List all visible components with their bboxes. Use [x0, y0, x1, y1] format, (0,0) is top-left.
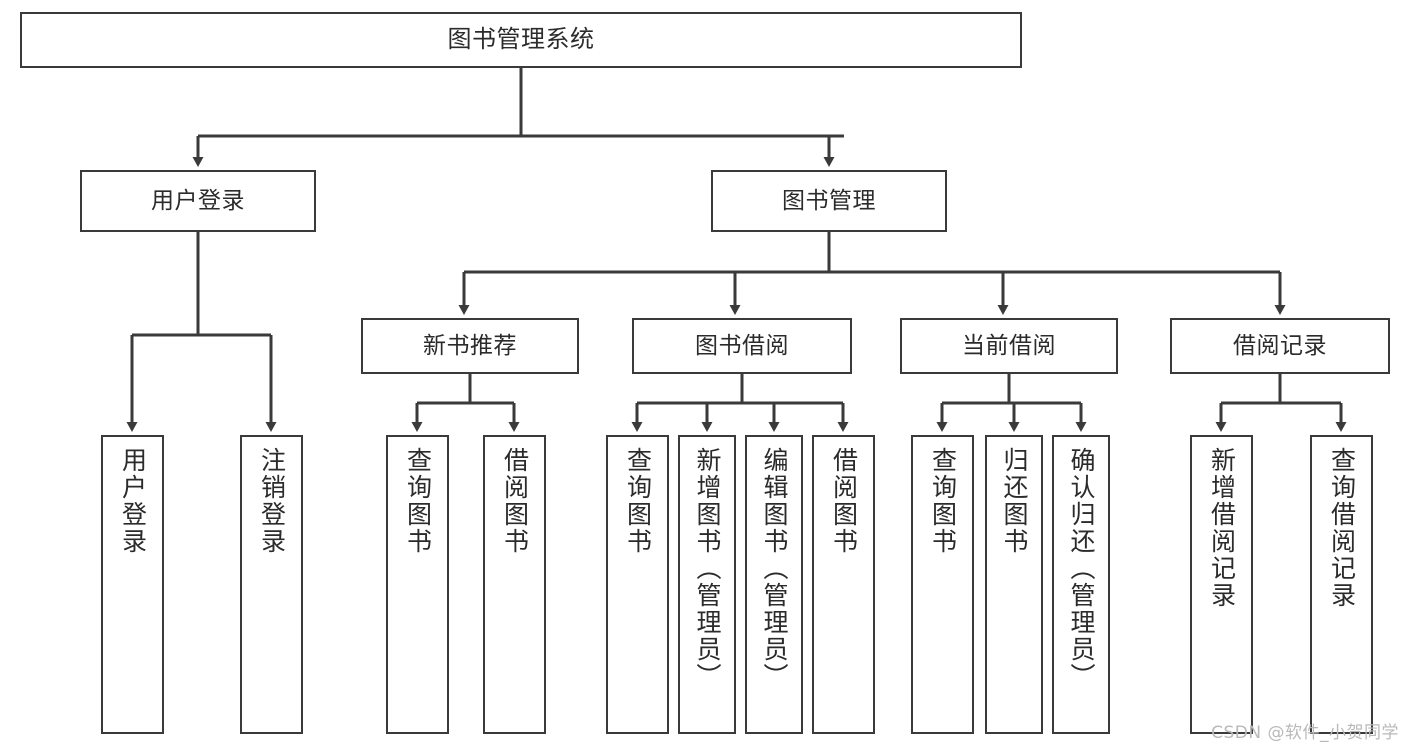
node-book-manage[interactable]: 图书管理 [711, 170, 947, 232]
node-borrow-record[interactable]: 借阅记录 [1170, 318, 1390, 374]
node-leaf-query-book-2[interactable]: 查询图书 [606, 435, 669, 734]
node-leaf-confirm-return-admin-label: 确认归还（管理员） [1067, 447, 1096, 690]
node-leaf-query-book-1-label: 查询图书 [403, 447, 433, 555]
node-leaf-query-borrow-record-label: 查询借阅记录 [1327, 447, 1357, 609]
node-leaf-user-login[interactable]: 用户登录 [101, 435, 164, 734]
node-book-borrow-label: 图书借阅 [695, 332, 789, 359]
node-new-book-recommend-label: 新书推荐 [423, 332, 517, 359]
node-leaf-return-book-label: 归还图书 [1000, 447, 1029, 555]
node-leaf-logout-login[interactable]: 注销登录 [240, 435, 303, 734]
node-leaf-borrow-book-2-label: 借阅图书 [829, 447, 859, 555]
node-leaf-user-login-label: 用户登录 [118, 447, 148, 555]
node-leaf-add-borrow-record[interactable]: 新增借阅记录 [1190, 435, 1253, 734]
node-current-borrow[interactable]: 当前借阅 [900, 318, 1118, 374]
node-book-borrow[interactable]: 图书借阅 [632, 318, 852, 374]
node-leaf-query-book-1[interactable]: 查询图书 [386, 435, 449, 734]
node-leaf-borrow-book-2[interactable]: 借阅图书 [812, 435, 875, 734]
node-leaf-query-book-3[interactable]: 查询图书 [911, 435, 974, 734]
node-leaf-add-book-admin-label: 新增图书（管理员） [693, 447, 722, 690]
node-leaf-borrow-book-1-label: 借阅图书 [500, 447, 530, 555]
node-current-borrow-label: 当前借阅 [962, 332, 1056, 359]
node-leaf-edit-book-admin-label: 编辑图书（管理员） [760, 447, 789, 690]
node-new-book-recommend[interactable]: 新书推荐 [361, 318, 579, 374]
node-book-manage-label: 图书管理 [782, 187, 876, 214]
node-root-label: 图书管理系统 [447, 25, 595, 54]
node-leaf-add-book-admin[interactable]: 新增图书（管理员） [678, 435, 736, 734]
node-user-login-label: 用户登录 [151, 187, 245, 214]
node-leaf-confirm-return-admin[interactable]: 确认归还（管理员） [1052, 435, 1110, 734]
node-leaf-logout-login-label: 注销登录 [257, 447, 287, 555]
node-root[interactable]: 图书管理系统 [20, 12, 1022, 68]
node-leaf-query-book-2-label: 查询图书 [623, 447, 653, 555]
node-borrow-record-label: 借阅记录 [1233, 332, 1327, 359]
node-user-login[interactable]: 用户登录 [80, 170, 316, 232]
node-leaf-add-borrow-record-label: 新增借阅记录 [1207, 447, 1237, 609]
node-leaf-query-borrow-record[interactable]: 查询借阅记录 [1310, 435, 1373, 734]
node-leaf-borrow-book-1[interactable]: 借阅图书 [483, 435, 546, 734]
node-leaf-edit-book-admin[interactable]: 编辑图书（管理员） [745, 435, 803, 734]
node-leaf-query-book-3-label: 查询图书 [928, 447, 958, 555]
node-leaf-return-book[interactable]: 归还图书 [985, 435, 1043, 734]
